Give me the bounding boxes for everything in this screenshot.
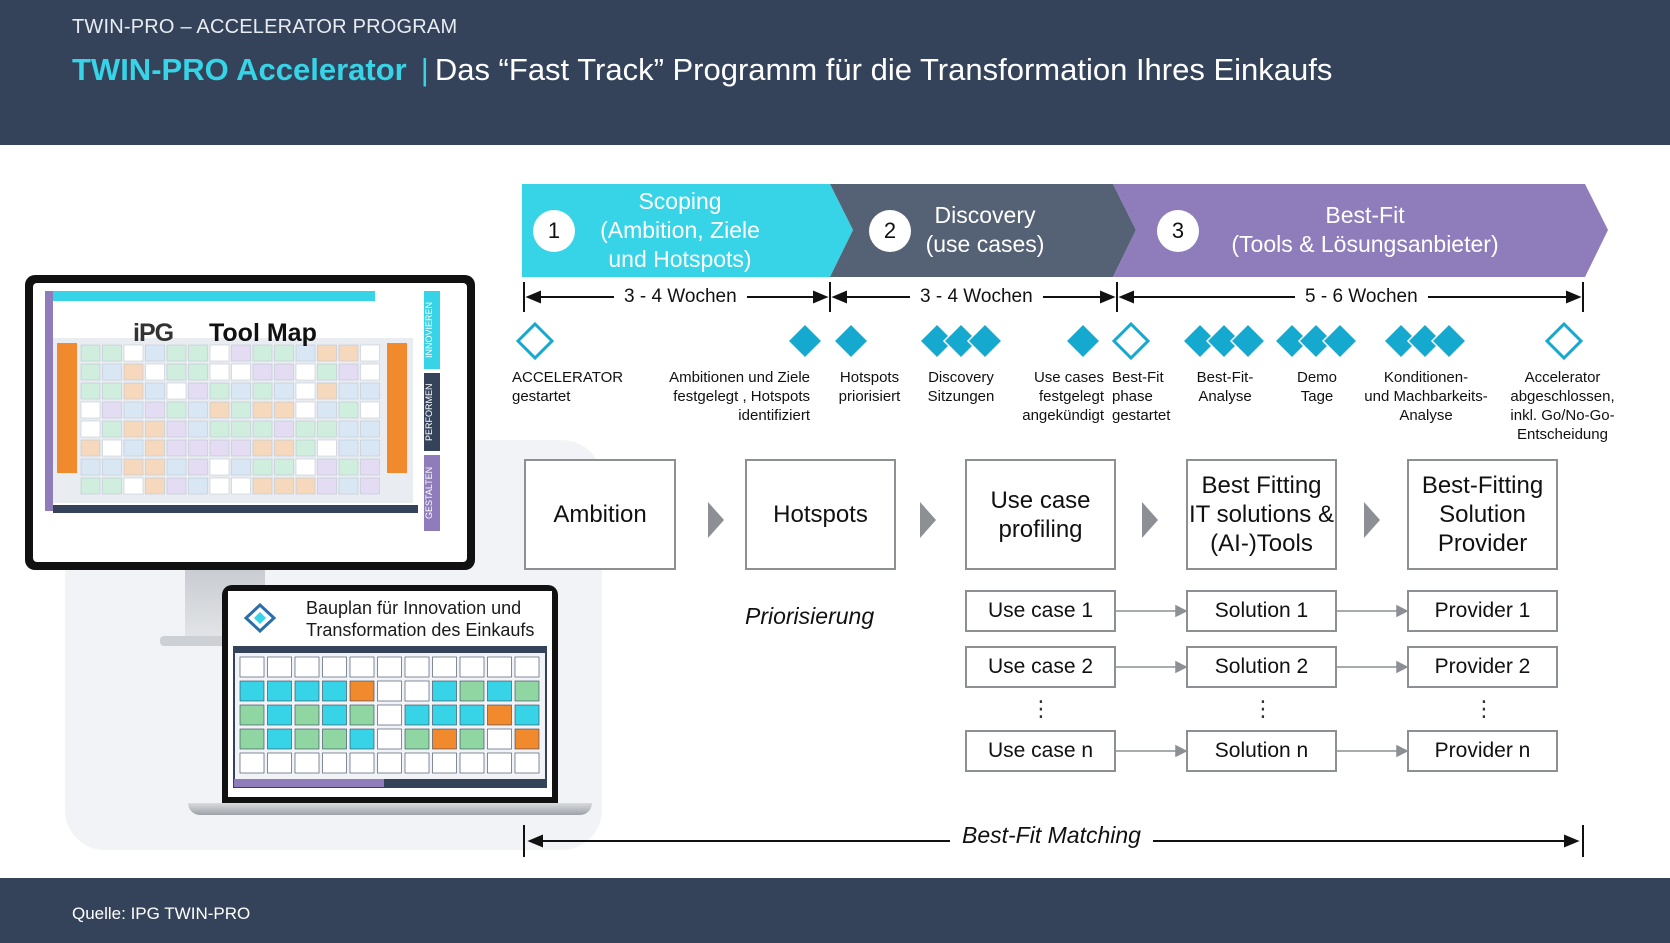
- milestone-filled-diamond: [1406, 322, 1444, 360]
- milestone-filled-diamond: [1229, 322, 1267, 360]
- use-case-ellipsis: ⋮: [1030, 696, 1052, 721]
- solution-box: Solution 1: [1186, 590, 1337, 632]
- milestone-filled-diamond: [918, 322, 956, 360]
- milestone-filled-diamond: [1430, 322, 1468, 360]
- footer-band: Quelle: IPG TWIN-PRO: [0, 878, 1670, 943]
- milestone-label: Konditionen-und Machbarkeits-Analyse: [1364, 369, 1488, 424]
- solution-ellipsis: ⋮: [1252, 696, 1274, 721]
- phase-2-label: Discovery(use cases): [925, 202, 1045, 257]
- monitor-mockup: iPG Tool Map INNOVIEREN PERFORMEN GESTAL…: [25, 275, 475, 570]
- phase-2-chevron: [830, 184, 1136, 277]
- milestone-filled-diamond: [1382, 322, 1420, 360]
- laptop-mockup: Bauplan für Innovation und Transformatio…: [222, 585, 558, 803]
- tool-map-title: Tool Map: [209, 319, 317, 347]
- phase-2-number: 2: [869, 210, 911, 252]
- milestone-filled-diamond: [966, 322, 1004, 360]
- header-band: TWIN-PRO – ACCELERATOR PROGRAM TWIN-PRO …: [0, 0, 1670, 145]
- stage-ambition: Ambition: [524, 459, 676, 570]
- stage-hotspots: Hotspots: [745, 459, 896, 570]
- phase-3-chevron: [1113, 184, 1608, 277]
- phase-1-chevron: [522, 184, 853, 277]
- milestone-filled-diamond: [942, 322, 980, 360]
- milestone-filled-diamond: [1321, 322, 1359, 360]
- blueprint-screen: Bauplan für Innovation und Transformatio…: [228, 591, 552, 797]
- milestone-filled-diamond: [1297, 322, 1335, 360]
- provider-box: Provider 1: [1407, 590, 1558, 632]
- milestone-filled-diamond: [1064, 322, 1102, 360]
- tool-map-grid: [45, 291, 418, 513]
- prioritization-label: Priorisierung: [745, 603, 875, 629]
- milestone-outline-diamond: [515, 321, 555, 361]
- use-case-box: Use case n: [965, 730, 1116, 772]
- page-title: TWIN-PRO Accelerator |Das “Fast Track” Pr…: [72, 52, 1332, 88]
- milestone-filled-diamond: [832, 322, 870, 360]
- phase-1-duration: 3 - 4 Wochen: [614, 286, 747, 308]
- solution-box: Solution 2: [1186, 646, 1337, 688]
- phase-3-number: 3: [1157, 210, 1199, 252]
- stage-arrows: [708, 502, 1380, 538]
- title-separator: |: [420, 52, 429, 87]
- provider-box: Provider 2: [1407, 646, 1558, 688]
- solution-box: Solution n: [1186, 730, 1337, 772]
- milestone-filled-diamond: [786, 322, 824, 360]
- milestone-filled-diamond: [1181, 322, 1219, 360]
- blueprint-grid: [233, 646, 547, 788]
- title-accent: TWIN-PRO Accelerator: [72, 52, 407, 87]
- phase-1-number: 1: [533, 210, 575, 252]
- phase-3-duration: 5 - 6 Wochen: [1295, 286, 1428, 308]
- provider-box: Provider n: [1407, 730, 1558, 772]
- milestone-outline-diamond: [1111, 321, 1151, 361]
- ipg-logo-icon: iPG: [133, 319, 174, 347]
- milestone-label: Best-Fit-Analyse: [1196, 369, 1254, 405]
- bestfit-matching-label: Best-Fit Matching: [950, 822, 1153, 849]
- phase-2-duration: 3 - 4 Wochen: [910, 286, 1043, 308]
- phase-3-label: Best-Fit(Tools & Lösungsanbieter): [1231, 202, 1499, 257]
- source-note: Quelle: IPG TWIN-PRO: [72, 904, 251, 923]
- use-case-box: Use case 2: [965, 646, 1116, 688]
- title-rest: Das “Fast Track” Programm für die Transf…: [434, 52, 1333, 87]
- milestone-diamonds: [515, 321, 1584, 361]
- item-connectors: [1116, 604, 1409, 758]
- blueprint-title: Bauplan für Innovation und Transformatio…: [306, 598, 535, 640]
- diamond-network-icon: [243, 603, 277, 633]
- laptop-base: [188, 803, 592, 815]
- tool-map-screen: iPG Tool Map INNOVIEREN PERFORMEN GESTAL…: [33, 283, 467, 562]
- program-kicker: TWIN-PRO – ACCELERATOR PROGRAM: [72, 16, 458, 38]
- milestone-filled-diamond: [1273, 322, 1311, 360]
- milestone-outline-diamond: [1544, 321, 1584, 361]
- milestone-filled-diamond: [1205, 322, 1243, 360]
- use-case-box: Use case 1: [965, 590, 1116, 632]
- provider-ellipsis: ⋮: [1473, 696, 1495, 721]
